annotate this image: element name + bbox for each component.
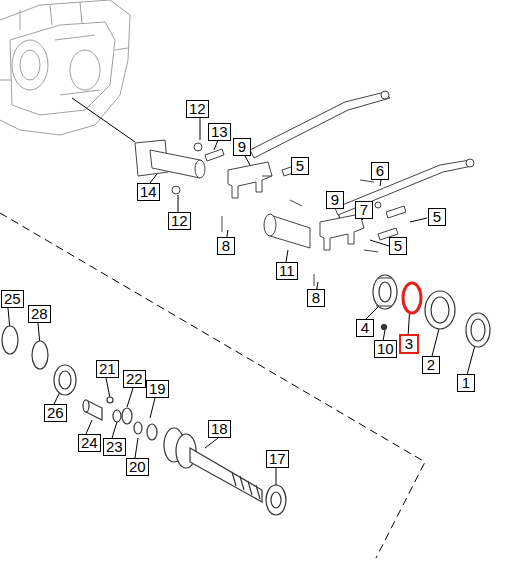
callout-number: 9 <box>233 138 251 156</box>
shift-parts <box>135 91 474 286</box>
callout-number: 22 <box>123 370 146 388</box>
callout-number: 5 <box>428 208 446 226</box>
callout-number: 8 <box>217 237 235 255</box>
callout-number: 26 <box>44 404 67 422</box>
callout-number: 25 <box>1 290 24 308</box>
callout-number: 12 <box>186 100 209 118</box>
callout-number: 18 <box>208 420 231 438</box>
bearings-and-seals <box>373 275 490 347</box>
callout-number: 3 <box>399 334 419 354</box>
callout-number: 2 <box>422 356 440 374</box>
callout-number: 20 <box>126 458 149 476</box>
leader-lines <box>0 98 475 558</box>
callout-number: 17 <box>266 450 289 468</box>
callout-number: 5 <box>389 237 407 255</box>
callout-number: 10 <box>374 340 397 358</box>
callout-number: 7 <box>355 201 373 219</box>
callout-number: 5 <box>291 157 309 175</box>
callout-number: 19 <box>146 380 169 398</box>
callout-number: 23 <box>103 438 126 456</box>
callout-number: 6 <box>371 162 389 180</box>
callout-number: 28 <box>28 305 51 323</box>
callout-number: 12 <box>168 212 191 230</box>
callout-number: 1 <box>457 374 475 392</box>
callout-number: 8 <box>307 289 325 307</box>
transmission-housing <box>0 0 130 135</box>
callout-number: 4 <box>356 319 374 337</box>
callout-number: 13 <box>208 123 231 141</box>
callout-number: 24 <box>78 434 101 452</box>
callout-number: 11 <box>276 262 298 280</box>
callout-number: 21 <box>96 360 119 378</box>
callout-number: 14 <box>137 183 160 201</box>
output-shaft-parts <box>2 326 286 515</box>
callout-number: 9 <box>326 191 344 209</box>
